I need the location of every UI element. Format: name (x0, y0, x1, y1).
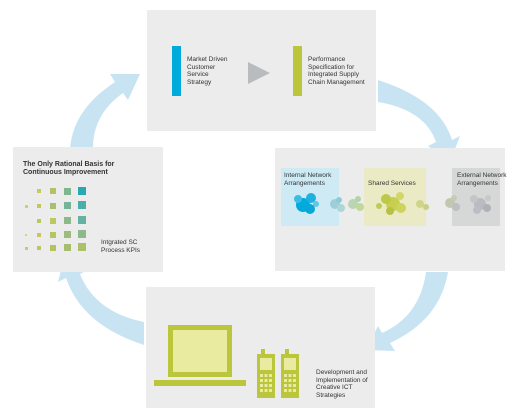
kpi-panel: The Only Rational Basis for Continuous I… (13, 147, 163, 272)
shared-cluster-icon (376, 192, 406, 215)
olive-marker (293, 46, 302, 96)
performance-spec-text: Performance Specification for Integrated… (308, 56, 365, 86)
external-network-label: External Network Arrangements (457, 172, 507, 187)
strategy-panel: Market Driven Customer Service Strategy … (147, 10, 376, 131)
ring-arrow-bottom-left (58, 255, 144, 345)
ict-panel: Development and Implementation of Creati… (146, 287, 375, 408)
laptop-icon (154, 325, 246, 386)
internal-network-label: Internal Network Arrangements (284, 172, 332, 187)
shared-services-label: Shared Services (368, 180, 416, 187)
cyan-marker (172, 46, 181, 96)
ring-arrow-top-right (378, 80, 460, 162)
shared-services-box (364, 168, 426, 226)
mobile-phone-icon (257, 349, 299, 398)
connector-cluster-left (330, 196, 364, 212)
ict-strategies-text: Development and Implementation of Creati… (316, 369, 368, 399)
market-driven-text: Market Driven Customer Service Strategy (187, 56, 228, 86)
ring-arrow-top-left (70, 74, 140, 150)
internal-cluster-icon (294, 193, 319, 214)
continuous-improvement-title: The Only Rational Basis for Continuous I… (23, 161, 115, 176)
external-cluster-icon (470, 195, 491, 214)
connector-cluster-right (416, 195, 460, 211)
kpi-grid-icon (25, 187, 86, 251)
network-panel: Internal Network Arrangements Shared Ser… (275, 148, 507, 271)
kpi-label: Intgrated SC Process KPIs (101, 239, 141, 254)
network-clusters-icon (294, 192, 491, 215)
ring-arrow-bottom-right (366, 272, 448, 351)
play-arrow-icon (248, 62, 270, 84)
